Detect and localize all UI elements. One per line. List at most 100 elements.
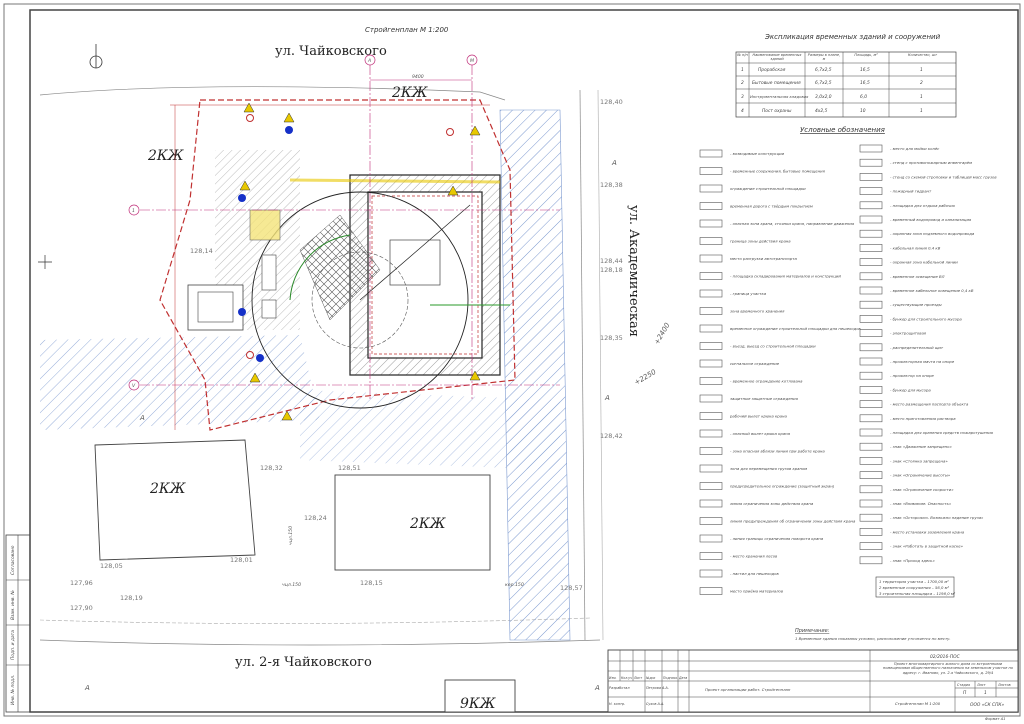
legend-symbol-icon xyxy=(699,534,723,543)
existing-building xyxy=(444,679,516,713)
legend-label: - стенд с противопожарным инвентарём xyxy=(890,160,972,165)
elevation-label: 127,90 xyxy=(70,604,93,612)
title-block-header: Подпись xyxy=(663,676,677,680)
legend-item: - бункер для мусора xyxy=(859,386,931,394)
drawing-ref: Стройгенплан М 1:200 xyxy=(895,701,941,706)
dimension-label: 9400 xyxy=(412,74,424,80)
legend-symbol-icon xyxy=(859,386,883,394)
legend-label: линия предупреждения об ограничении зоны… xyxy=(729,519,856,524)
legend: Условные обозначения - возводимые констр… xyxy=(699,126,997,641)
elevation-label: 128,40 xyxy=(600,98,623,106)
legend-label: - площадка складирования материалов и ко… xyxy=(730,274,841,279)
legend-item: - знак «Движение запрещено» xyxy=(859,442,952,451)
legend-symbol-icon xyxy=(859,357,883,366)
svg-text:10: 10 xyxy=(860,108,866,114)
axis-label: V xyxy=(132,383,136,389)
svg-text:16,5: 16,5 xyxy=(860,80,870,86)
legend-label: - временные сооружения, бытовые помещени… xyxy=(730,169,826,174)
elevation-label: 128,42 xyxy=(600,432,623,440)
legend-label: зона для перемещения грузов краном xyxy=(730,466,807,471)
legend-symbol-icon xyxy=(699,499,723,508)
legend-item: предупредительное ограждение (защитный э… xyxy=(699,482,835,490)
existing-building xyxy=(94,439,256,561)
left-stamp: Инв. № подл. Подп. и дата Взам. инв. № С… xyxy=(5,534,31,713)
legend-item: - место хранения лесов xyxy=(699,552,778,560)
legend-symbol-icon xyxy=(859,329,883,337)
svg-text:2: 2 xyxy=(741,80,744,86)
legend-item: - линия границы ограничения поворота кра… xyxy=(699,534,824,543)
plan-title: Стройгенплан М 1:200 xyxy=(365,26,449,34)
title-block: Изм. Кол.уч Лист №док Подпись Дата Разра… xyxy=(607,649,1019,721)
legend-item: - прожектор на опоре xyxy=(859,371,935,380)
site-fence xyxy=(159,99,516,431)
legend-item: - опасная зона крана, стоянки крана, нап… xyxy=(699,219,855,228)
elevation-label: 128,32 xyxy=(260,464,283,472)
legend-label: - место установки заземления крана xyxy=(890,529,965,534)
legend-item: - возводимые конструкции xyxy=(699,149,785,158)
elevation-label: 128,57 xyxy=(560,584,583,592)
svg-text:16,5: 16,5 xyxy=(860,67,870,73)
legend-item: граница зоны действия крана xyxy=(699,237,791,245)
legend-item: линия предупреждения об ограничении зоны… xyxy=(699,517,856,525)
legend-symbol-icon xyxy=(859,428,883,437)
elevation-label: 128,15 xyxy=(360,579,383,587)
svg-text:1: 1 xyxy=(920,108,923,114)
legend-item: - временное ограждение котлована xyxy=(699,377,803,385)
stamp-label: Инв. № подл. xyxy=(10,675,16,705)
stamp-label: Подп. и дата xyxy=(10,630,16,660)
legend-label: - кабельная линия 0,4 кВ xyxy=(890,245,941,250)
legend-symbol-icon xyxy=(859,272,883,281)
note-title: Примечание: xyxy=(795,628,830,634)
elevation-label: 128,19 xyxy=(120,594,143,602)
legend-label: - опасная зона крана, стоянки крана, нап… xyxy=(730,221,855,226)
legend-label: - прожектор на опоре xyxy=(890,373,935,378)
elevation-label: 128,51 xyxy=(338,464,361,472)
svg-text:6,7x2,5: 6,7x2,5 xyxy=(815,67,832,73)
document-code: 02/2016-ПОС xyxy=(930,654,961,660)
legend-symbol-icon xyxy=(859,513,883,522)
street-label: ул. Чайковского xyxy=(275,44,387,59)
legend-symbol-icon xyxy=(859,499,883,508)
legend-symbol-icon xyxy=(859,528,883,536)
legend-item: сигнальное ограждение xyxy=(699,359,780,368)
legend-label: - место для мойки колёс xyxy=(890,146,940,151)
legend-label: - опасный вылет крюка крана xyxy=(730,431,791,436)
legend-item: - граница участка xyxy=(699,289,767,298)
legend-item: - стенд с противопожарным инвентарём xyxy=(859,158,972,167)
legend-label: - площадка для отдыха рабочих xyxy=(890,203,956,208)
legend-label: - бункер для строительного мусора xyxy=(890,316,962,321)
legend-label: - временное кабельное освещение 0,4 кВ xyxy=(890,288,974,293)
legend-item: - временное кабельное освещение 0,4 кВ xyxy=(859,286,974,295)
legend-symbol-icon xyxy=(859,485,883,494)
legend-item: - место для мойки колёс xyxy=(859,144,940,153)
note-text: 1 Временные здания показаны условно, рас… xyxy=(795,636,951,641)
explication-table: Экспликация временных зданий и сооружени… xyxy=(735,33,957,118)
legend-label: временная дорога с твёрдым покрытием xyxy=(730,204,813,209)
sheet-title: Проект организации работ. Стройгенплан xyxy=(705,687,791,692)
svg-text:4x2,5: 4x2,5 xyxy=(815,108,828,114)
legend-symbol-icon xyxy=(699,482,723,490)
legend-label: - настил для пешеходов xyxy=(730,571,779,576)
legend-item: ограждение строительной площадки xyxy=(699,184,806,193)
elevation-label: 128,14 xyxy=(190,247,213,255)
title-block-header: №док xyxy=(645,676,655,680)
svg-text:1: 1 xyxy=(741,67,744,73)
elevation-label: 128,38 xyxy=(600,181,623,189)
legend-symbol-icon xyxy=(859,442,883,451)
legend-symbol-icon xyxy=(859,187,883,195)
project-description: Проект многоквартирного жилого дома со в… xyxy=(882,662,1014,675)
legend-symbol-icon xyxy=(859,300,883,309)
legend-symbol-icon xyxy=(699,254,723,263)
title-block-header: Кол.уч xyxy=(621,676,632,680)
level-mark: +2400 xyxy=(653,321,672,346)
table-header: № п/п xyxy=(737,52,748,57)
building-label: 2КЖ xyxy=(391,85,429,101)
legend-label: - знак «Ограничение скорости» xyxy=(890,487,954,492)
table-header: Количество, шт xyxy=(908,52,937,57)
legend-label: - бункер для мусора xyxy=(890,387,931,392)
axis-label: 1 xyxy=(132,208,135,214)
building-label: 9КЖ xyxy=(460,696,497,712)
legend-symbol-icon xyxy=(699,324,723,333)
legend-item: место приёма материалов xyxy=(699,587,784,595)
